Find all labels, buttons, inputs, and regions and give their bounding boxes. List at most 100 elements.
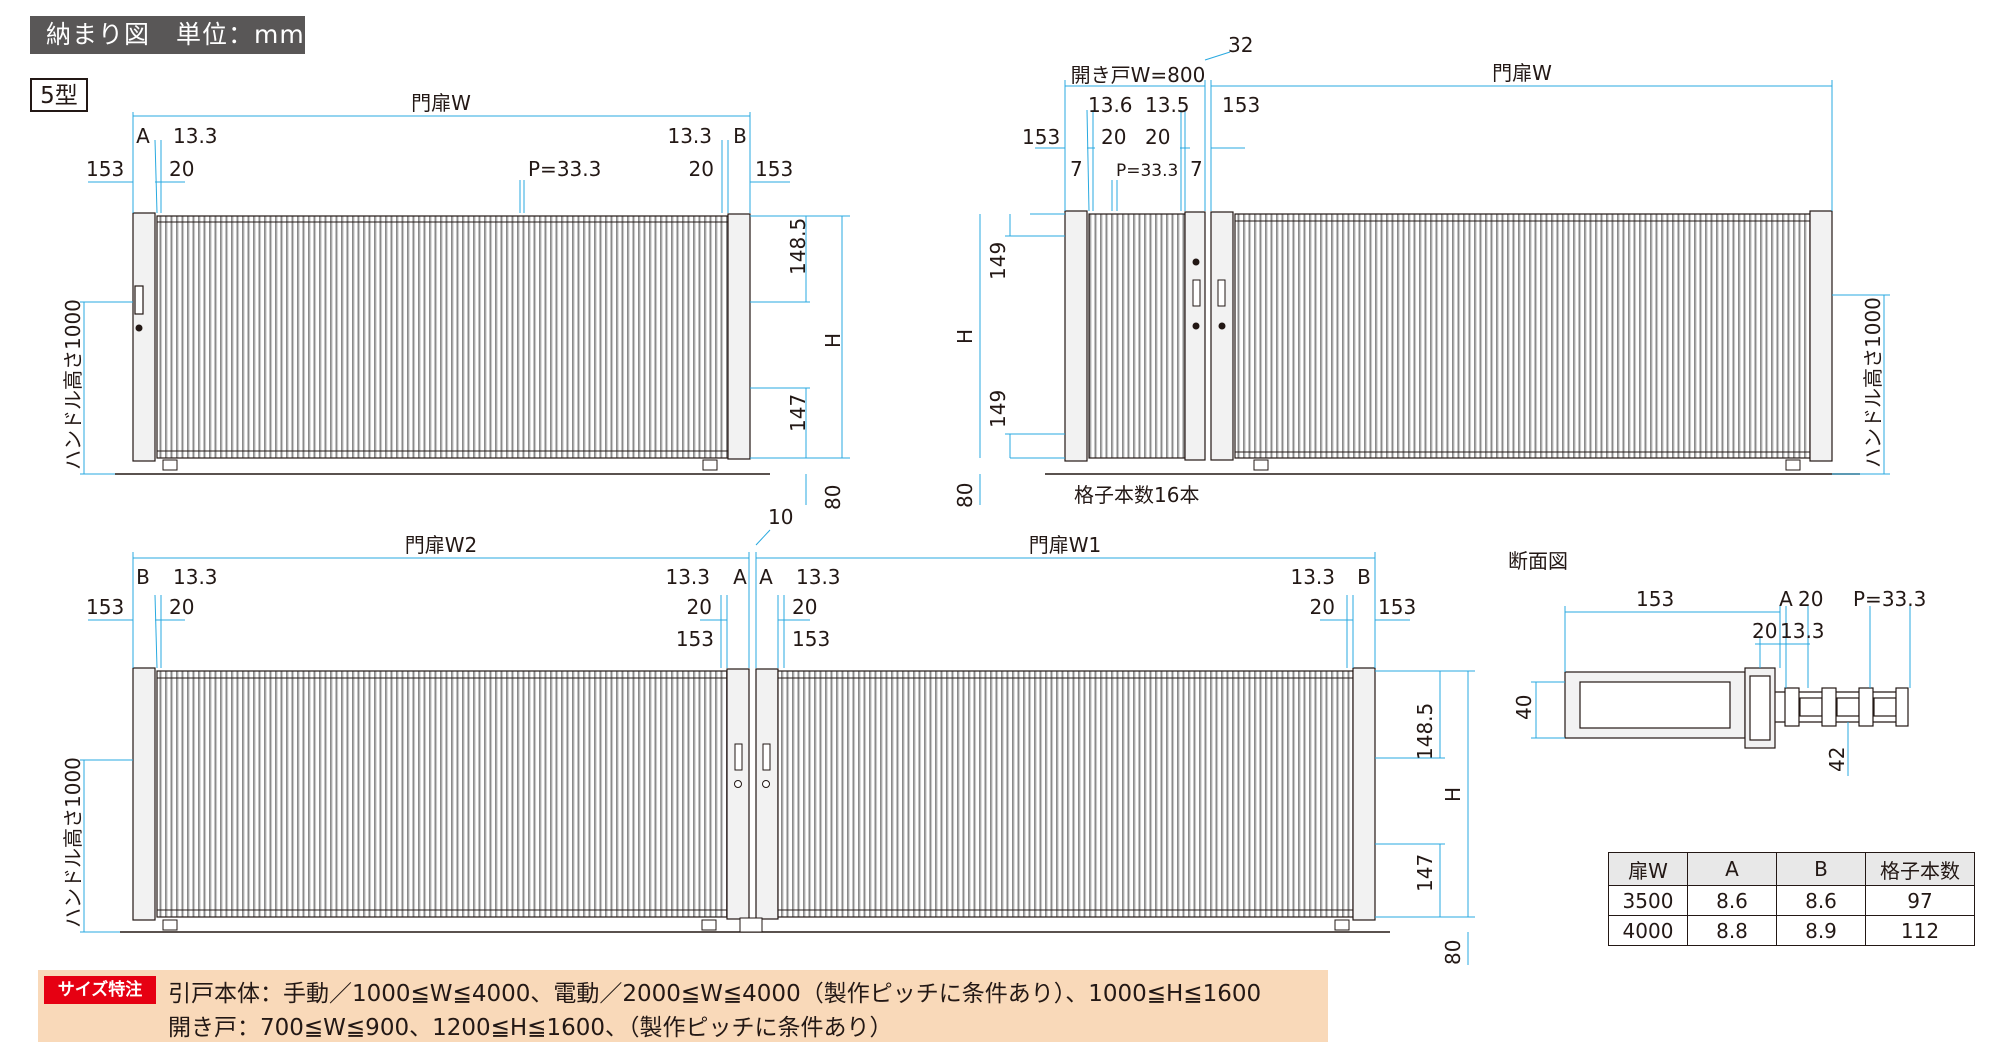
- fig2-dimensions: [979, 51, 1890, 505]
- fig3-frame-left: [726, 668, 750, 920]
- section-profile: [1564, 667, 1909, 749]
- fig3-10: 10: [768, 505, 793, 529]
- table-header: A: [1687, 852, 1777, 886]
- section-40: 40: [1512, 695, 1536, 720]
- section-dimensions: [1531, 606, 1911, 776]
- fig3-handle-right: [762, 743, 771, 771]
- fig3-handle-height: ハンドル高さ1000: [61, 757, 85, 928]
- fig1-13-3-left: 13.3: [173, 124, 218, 148]
- fig1-wheel-left: [162, 459, 178, 471]
- fig2-width-label: 門扉W: [1492, 61, 1552, 85]
- fig3-post-left: [132, 667, 156, 921]
- fig1-13-3-right: 13.3: [667, 124, 712, 148]
- fig3-b-left: B: [136, 565, 150, 589]
- fig2-swing-panel: [1088, 213, 1186, 459]
- fig3-panel-left: [156, 670, 728, 918]
- fig1-bottom-dim: 147: [786, 394, 810, 432]
- fig2-height-dim: H: [953, 329, 977, 344]
- fig2-base-dim: 80: [953, 483, 977, 508]
- fig3-20-2: 20: [687, 595, 712, 619]
- table-row: 4000 8.8 8.9 112: [1608, 915, 1975, 946]
- fig3-base-dim: 80: [1441, 940, 1465, 965]
- table-cell: 8.8: [1687, 915, 1777, 946]
- type-label: 5型: [30, 78, 88, 112]
- fig2-bottom-dim: 149: [986, 390, 1010, 428]
- fig3-153-3: 153: [792, 627, 830, 651]
- fig3-wheel-4: [1334, 919, 1350, 931]
- fig3-20-1: 20: [169, 595, 194, 619]
- fig2-20-left: 20: [1101, 125, 1126, 149]
- fig2-153-left: 153: [1022, 125, 1060, 149]
- fig2-top-dim: 149: [986, 242, 1010, 280]
- fig3-top-dim: 148.5: [1413, 703, 1437, 760]
- fig2-slide-frame: [1210, 211, 1234, 461]
- table-header: 扉W: [1608, 852, 1688, 886]
- section-pitch: P=33.3: [1853, 587, 1926, 611]
- fig2-handle-left: [1192, 279, 1201, 307]
- fig1-pitch: P=33.3: [528, 157, 601, 181]
- table-cell: 112: [1865, 915, 1975, 946]
- fig2-keyhole-left: [1192, 258, 1200, 266]
- fig3-a-1: A: [733, 565, 747, 589]
- fig1-gate: [115, 212, 770, 475]
- fig2-bars-count: 格子本数16本: [1074, 483, 1199, 507]
- table-cell: 3500: [1608, 885, 1688, 916]
- fig3-keyhole-right: [762, 780, 770, 788]
- fig3-13-3-3: 13.3: [796, 565, 841, 589]
- fig2-32: 32: [1228, 33, 1253, 57]
- fig1-top-dim: 148.5: [786, 218, 810, 275]
- table-row: 3500 8.6 8.6 97: [1608, 885, 1975, 916]
- fig1-base-dim: 80: [821, 485, 845, 510]
- fig1-width-label: 門扉W: [411, 91, 471, 115]
- fig3-height-dim: H: [1441, 787, 1465, 802]
- fig2-13-5: 13.5: [1145, 93, 1190, 117]
- page-title: 納まり図 単位：mm: [30, 16, 305, 54]
- fig3-handle-left: [734, 743, 743, 771]
- fig2-swing-frame: [1184, 211, 1206, 461]
- fig1-20-right: 20: [689, 157, 714, 181]
- fig2-gate: [1045, 210, 1860, 475]
- fig3-wheel-2: [701, 919, 717, 931]
- fig1-handle-height: ハンドル高さ1000: [61, 299, 85, 470]
- fig2-post-left: [1064, 210, 1088, 462]
- table-header: B: [1776, 852, 1866, 886]
- section-20: 20: [1752, 619, 1777, 643]
- spec-line-2: 開き戸：700≦W≦900、1200≦H≦1600、（製作ピッチに条件あり）: [168, 1015, 893, 1041]
- fig3-wheel-1: [162, 919, 178, 931]
- section-42: 42: [1825, 747, 1849, 772]
- fig3-20-3: 20: [792, 595, 817, 619]
- fig2-7-right: 7: [1190, 157, 1203, 181]
- fig3-bottom-dim: 147: [1413, 854, 1437, 892]
- fig2-13-6: 13.6: [1088, 93, 1133, 117]
- fig1-b-label: B: [733, 124, 747, 148]
- table-header: 格子本数: [1865, 852, 1975, 886]
- fig2-handle-right: [1217, 279, 1226, 307]
- fig1-153-left: 153: [86, 157, 124, 181]
- fig2-pitch: P=33.3: [1116, 161, 1178, 181]
- fig3-153-2: 153: [676, 627, 714, 651]
- fig3-frame-right: [755, 668, 779, 920]
- fig3-w2-label: 門扉W2: [405, 533, 478, 557]
- table-cell: 4000: [1608, 915, 1688, 946]
- fig2-handle-height: ハンドル高さ1000: [1861, 297, 1885, 468]
- fig1-height-dim: H: [821, 333, 845, 348]
- fig2-slat-panel: [1234, 213, 1811, 459]
- section-20-top: 20: [1798, 587, 1823, 611]
- fig2-153-right: 153: [1222, 93, 1260, 117]
- table-cell: 8.9: [1776, 915, 1866, 946]
- fig1-keyhole: [135, 324, 143, 332]
- table-cell: 8.6: [1776, 885, 1866, 916]
- fig1-slat-panel: [156, 215, 729, 459]
- fig2-wheel-left: [1253, 459, 1269, 471]
- section-13-3: 13.3: [1780, 619, 1825, 643]
- fig3-13-3-1: 13.3: [173, 565, 218, 589]
- fig1-handle: [134, 285, 144, 315]
- fig3-20-4: 20: [1310, 595, 1335, 619]
- table-cell: 97: [1865, 885, 1975, 916]
- table-cell: 8.6: [1687, 885, 1777, 916]
- size-table: 扉W A B 格子本数 3500 8.6 8.6 97 4000 8.8 8.9…: [1608, 852, 1975, 946]
- fig2-wheel-right: [1785, 459, 1801, 471]
- fig3-153-1: 153: [86, 595, 124, 619]
- table-header-row: 扉W A B 格子本数: [1608, 852, 1975, 886]
- fig3-keyhole-left: [734, 780, 742, 788]
